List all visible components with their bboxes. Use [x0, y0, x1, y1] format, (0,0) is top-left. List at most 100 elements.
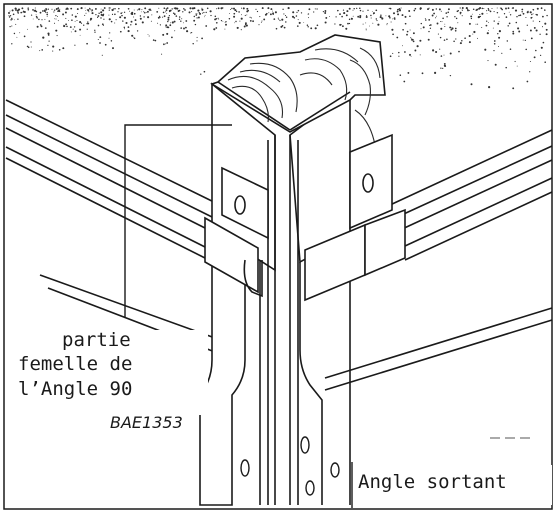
stipple-dot	[10, 19, 12, 21]
stipple-dot	[250, 17, 252, 19]
left-rail	[5, 99, 221, 353]
stipple-dot	[252, 20, 254, 23]
female-part-line-2: femelle de	[18, 353, 132, 375]
stipple-dot	[503, 13, 506, 15]
stipple-dot	[74, 15, 77, 18]
stipple-dot	[339, 23, 342, 26]
stipple-dot	[461, 7, 464, 9]
stipple-dot	[205, 11, 207, 14]
stipple-dot	[341, 25, 344, 28]
stipple-dot	[56, 16, 58, 17]
stipple-dot	[35, 15, 38, 18]
stipple-dot	[111, 13, 114, 16]
stipple-dot	[70, 31, 72, 33]
stipple-dot	[46, 11, 48, 13]
stipple-dot	[215, 27, 218, 29]
stipple-dot	[141, 9, 143, 11]
stipple-dot	[518, 30, 521, 33]
stipple-dot	[202, 12, 204, 14]
stipple-dot	[48, 20, 51, 22]
stipple-dot	[21, 7, 24, 10]
stipple-dot	[277, 17, 279, 19]
stipple-dot	[104, 43, 107, 46]
stipple-dot	[359, 9, 362, 12]
stipple-dot	[535, 29, 538, 32]
stipple-dot	[538, 20, 541, 23]
stipple-dot	[413, 9, 416, 12]
stipple-dot	[131, 11, 134, 14]
stipple-dot	[347, 22, 349, 25]
stipple-dot	[298, 21, 301, 24]
stipple-dot	[234, 9, 237, 12]
stipple-dot	[174, 30, 176, 32]
stipple-dot	[196, 40, 198, 42]
stipple-dot	[400, 7, 402, 9]
stipple-dot	[246, 7, 249, 10]
stipple-dot	[118, 7, 120, 10]
stipple-dot	[545, 28, 548, 31]
stipple-dot	[300, 12, 303, 14]
stipple-dot	[392, 52, 394, 54]
stipple-dot	[174, 13, 176, 16]
stipple-dot	[109, 32, 111, 34]
stipple-dot	[501, 52, 503, 54]
stipple-dot	[44, 18, 46, 20]
outer-angle-text: Angle sortant	[358, 471, 507, 493]
stipple-dot	[527, 10, 529, 13]
right-bracket	[304, 133, 406, 302]
stipple-dot	[143, 11, 145, 13]
stipple-dot	[235, 20, 237, 23]
stipple-dot	[180, 27, 182, 29]
stipple-dot	[100, 17, 102, 19]
stipple-dot	[437, 33, 439, 35]
stipple-dot	[86, 28, 88, 30]
stipple-dot	[468, 34, 471, 38]
stipple-dot	[449, 74, 452, 77]
stipple-dot	[297, 9, 300, 12]
stipple-dot	[436, 15, 438, 17]
stipple-dot	[539, 33, 541, 35]
stipple-dot	[245, 24, 248, 27]
stipple-dot	[175, 15, 178, 17]
stipple-dot	[350, 17, 353, 20]
stipple-dot	[420, 22, 422, 25]
stipple-dot	[53, 11, 55, 13]
stipple-dot	[546, 14, 548, 17]
stipple-dot	[512, 87, 515, 90]
stipple-dot	[274, 11, 277, 14]
stipple-dot	[365, 28, 367, 30]
left-bracket	[204, 166, 269, 298]
stipple-dot	[486, 10, 488, 12]
stipple-dot	[307, 17, 310, 19]
stipple-dot	[214, 15, 217, 18]
stipple-dot	[459, 42, 462, 45]
stipple-dot	[406, 33, 408, 36]
stipple-dot	[435, 50, 438, 54]
stipple-dot	[90, 17, 93, 20]
stipple-dot	[359, 14, 362, 18]
stipple-dot	[335, 16, 337, 18]
stipple-dot	[477, 37, 478, 39]
stipple-dot	[140, 11, 142, 13]
stipple-dot	[70, 7, 73, 10]
stipple-dot	[421, 72, 424, 75]
stipple-dot	[481, 12, 484, 15]
stipple-dot	[371, 10, 373, 12]
stipple-dot	[368, 25, 370, 27]
stipple-dot	[457, 22, 459, 24]
stipple-dot	[79, 34, 81, 36]
stipple-dot	[67, 8, 69, 10]
stipple-dot	[55, 18, 57, 20]
stipple-dot	[26, 28, 28, 30]
stipple-dot	[203, 11, 205, 14]
stipple-dot	[392, 18, 394, 20]
stipple-dot	[151, 14, 153, 16]
stipple-dot	[119, 16, 122, 19]
stipple-dot	[540, 7, 543, 10]
stipple-dot	[147, 16, 150, 19]
stipple-dot	[435, 17, 437, 19]
stipple-dot	[74, 30, 77, 33]
stipple-dot	[352, 9, 354, 11]
stipple-dot	[235, 10, 238, 13]
stipple-dot	[90, 9, 92, 11]
